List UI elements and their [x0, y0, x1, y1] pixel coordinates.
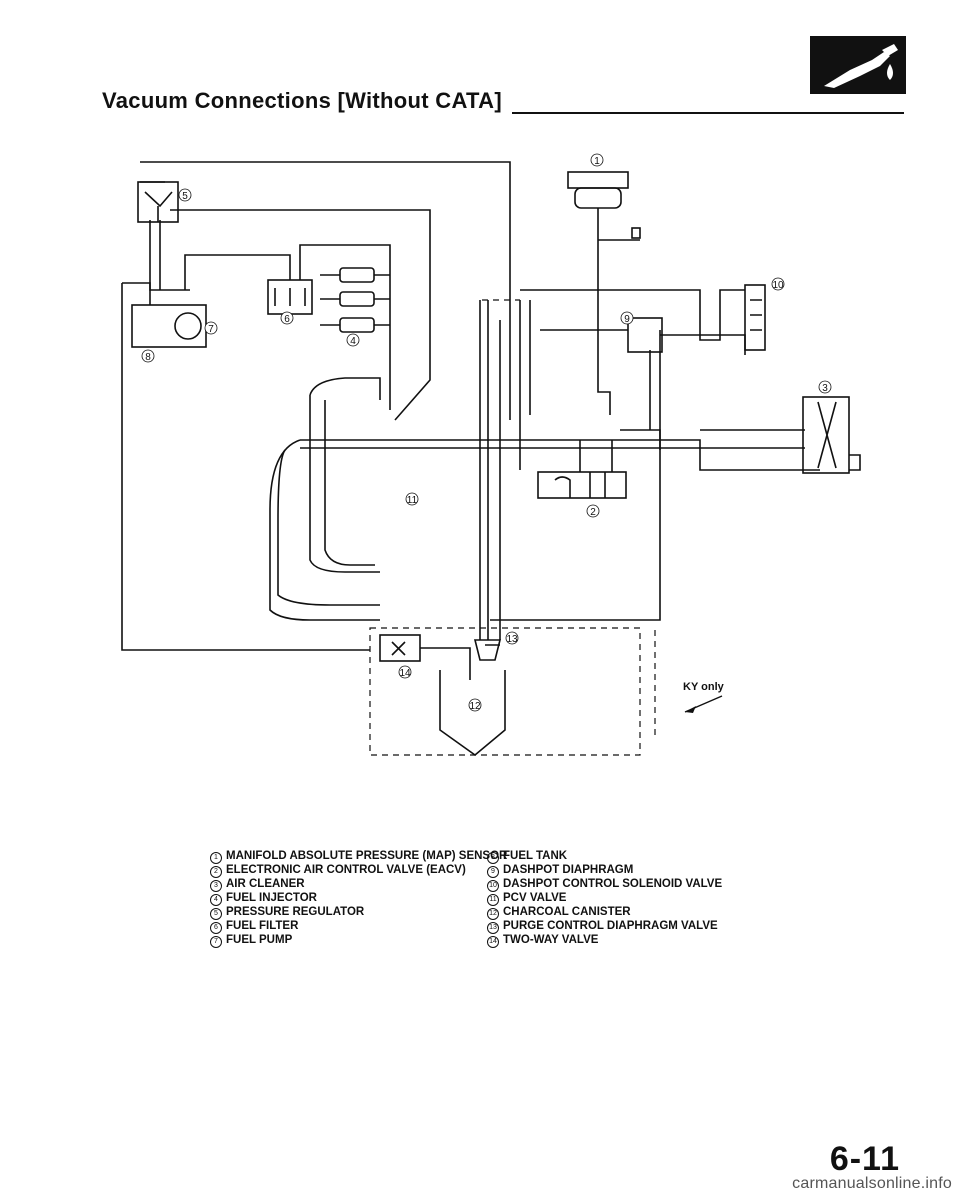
callout-5: 5 — [182, 191, 188, 202]
legend-number: 2 — [210, 866, 222, 878]
legend-number: 10 — [487, 880, 499, 892]
legend-label: PRESSURE REGULATOR — [226, 906, 365, 918]
legend-label: MANIFOLD ABSOLUTE PRESSURE (MAP) SENSOR — [226, 850, 508, 862]
legend-item: 4 FUEL INJECTOR — [210, 892, 507, 906]
legend-label: PURGE CONTROL DIAPHRAGM VALVE — [503, 920, 718, 932]
callout-4: 4 — [350, 336, 356, 347]
callout-7: 7 — [208, 324, 214, 335]
legend-item: 14 TWO-WAY VALVE — [487, 934, 722, 948]
callout-8: 8 — [145, 352, 151, 363]
callout-2: 2 — [590, 507, 596, 518]
callout-12: 12 — [469, 701, 481, 712]
legend-label: FUEL FILTER — [226, 920, 299, 932]
legend-item: 7 FUEL PUMP — [210, 934, 507, 948]
legend-item: 3 AIR CLEANER — [210, 878, 507, 892]
legend-number: 11 — [487, 894, 499, 906]
legend-label: TWO-WAY VALVE — [503, 934, 599, 946]
legend-number: 6 — [210, 922, 222, 934]
legend-number: 7 — [210, 936, 222, 948]
legend-label: DASHPOT CONTROL SOLENOID VALVE — [503, 878, 723, 890]
page-number: 6-11 — [829, 1140, 900, 1178]
legend-item: 9 DASHPOT DIAPHRAGM — [487, 864, 722, 878]
fuel-nozzle-icon — [810, 36, 906, 94]
vacuum-diagram: 1 2 3 4 5 6 7 8 9 10 11 12 13 1 — [121, 153, 861, 757]
legend-label: FUEL PUMP — [226, 934, 293, 946]
legend-item: 12 CHARCOAL CANISTER — [487, 906, 722, 920]
legend-item: 6 FUEL FILTER — [210, 920, 507, 934]
callout-13: 13 — [506, 634, 518, 645]
callout-9: 9 — [624, 314, 630, 325]
callout-14: 14 — [399, 668, 411, 679]
legend-number: 12 — [487, 908, 499, 920]
legend-number: 13 — [487, 922, 499, 934]
legend-right: 8 FUEL TANK 9 DASHPOT DIAPHRAGM 10 DASHPOT … — [487, 850, 722, 948]
callout-6: 6 — [284, 314, 290, 325]
legend-number: 8 — [487, 852, 499, 864]
legend-label: PCV VALVE — [503, 892, 567, 904]
callout-3: 3 — [822, 383, 828, 394]
legend-item: 1 MANIFOLD ABSOLUTE PRESSURE (MAP) SENSOR — [210, 850, 507, 864]
legend-label: CHARCOAL CANISTER — [503, 906, 631, 918]
legend-number: 5 — [210, 908, 222, 920]
legend-label: ELECTRONIC AIR CONTROL VALVE (EACV) — [226, 864, 466, 876]
legend-item: 13 PURGE CONTROL DIAPHRAGM VALVE — [487, 920, 722, 934]
legend-item: 2 ELECTRONIC AIR CONTROL VALVE (EACV) — [210, 864, 507, 878]
legend-item: 11 PCV VALVE — [487, 892, 722, 906]
legend-left: 1 MANIFOLD ABSOLUTE PRESSURE (MAP) SENSOR… — [210, 850, 507, 948]
title-rule — [512, 112, 904, 114]
callout-11: 11 — [407, 495, 418, 506]
legend-number: 9 — [487, 866, 499, 878]
callout-10: 10 — [772, 280, 784, 291]
legend-item: 5 PRESSURE REGULATOR — [210, 906, 507, 920]
legend-item: 10 DASHPOT CONTROL SOLENOID VALVE — [487, 878, 722, 892]
legend-number: 14 — [487, 936, 499, 948]
legend-item: 8 FUEL TANK — [487, 850, 722, 864]
legend-number: 3 — [210, 880, 222, 892]
callout-1: 1 — [594, 156, 600, 167]
ky-only-note: KY only — [683, 681, 725, 693]
legend-number: 1 — [210, 852, 222, 864]
page-title: Vacuum Connections [Without CATA] — [102, 88, 502, 113]
legend-label: FUEL TANK — [503, 850, 568, 862]
legend-number: 4 — [210, 894, 222, 906]
legend-label: DASHPOT DIAPHRAGM — [503, 864, 634, 876]
legend-label: FUEL INJECTOR — [226, 892, 317, 904]
legend-label: AIR CLEANER — [226, 878, 305, 890]
watermark: carmanualsonline.info — [792, 1175, 952, 1192]
